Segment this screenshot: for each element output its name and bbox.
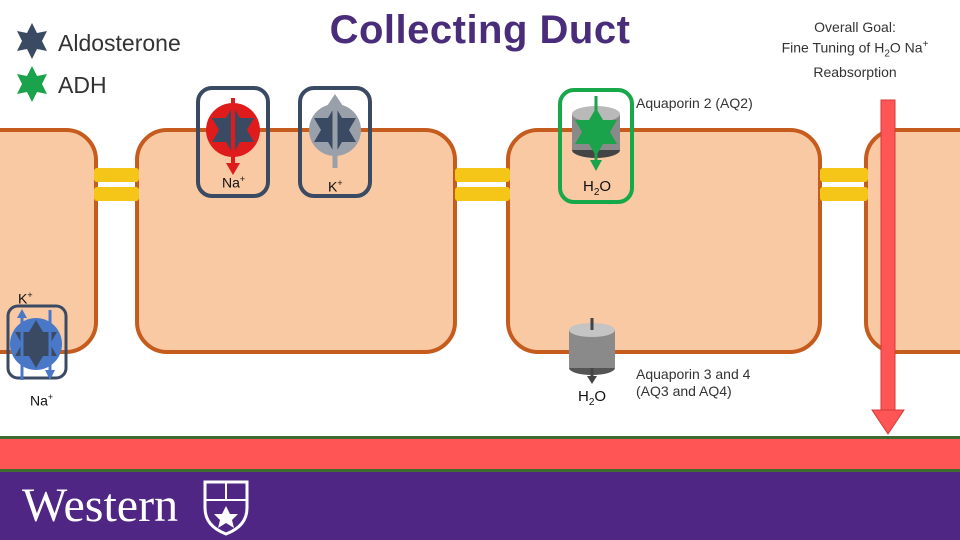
ion-charge: + bbox=[337, 178, 343, 188]
water-label-aq2: H2O bbox=[583, 178, 611, 198]
page-title: Collecting Duct bbox=[329, 8, 631, 52]
potassium-label-apical: K+ bbox=[328, 178, 343, 195]
sodium-channel bbox=[196, 86, 270, 198]
aquaporin-2-label: Aquaporin 2 (AQ2) bbox=[636, 95, 753, 111]
sodium-label-basal: Na+ bbox=[30, 392, 53, 409]
aquaporin-2-channel bbox=[558, 88, 634, 204]
tight-junction-3 bbox=[820, 168, 868, 201]
tight-junction-1 bbox=[94, 168, 139, 201]
ion-text: K bbox=[18, 290, 28, 307]
goal-line-2-part: O Na bbox=[889, 39, 923, 56]
legend-label-aldosterone: Aldosterone bbox=[58, 30, 181, 56]
adh-star-icon bbox=[17, 66, 47, 102]
tubule-cell-edge bbox=[864, 128, 960, 354]
aldosterone-star-icon bbox=[17, 23, 47, 59]
aq34-label-line-1: Aquaporin 3 and 4 bbox=[636, 366, 751, 382]
footer-bar bbox=[0, 472, 960, 540]
ion-text: Na bbox=[222, 174, 240, 191]
ion-text: K bbox=[328, 178, 338, 195]
overall-goal-text: Overall Goal: Fine Tuning of H2O Na+ Rea… bbox=[770, 18, 940, 81]
legend-label-adh: ADH bbox=[58, 72, 107, 98]
formula-part: H bbox=[578, 388, 589, 405]
formula-part: H bbox=[583, 178, 594, 195]
tight-junction-2 bbox=[455, 168, 510, 201]
ion-text: Na bbox=[30, 392, 48, 409]
western-wordmark: Western bbox=[22, 479, 179, 532]
blood-band bbox=[0, 436, 960, 472]
tubule-cell-left bbox=[0, 128, 98, 354]
aquaporin-3-4-channel bbox=[569, 318, 615, 384]
formula-part: O bbox=[599, 178, 612, 195]
sodium-label-apical: Na+ bbox=[222, 174, 245, 191]
goal-line-2: Fine Tuning of H2O Na+ bbox=[770, 36, 940, 63]
ion-charge: + bbox=[239, 174, 246, 184]
formula-subscript: 2 bbox=[588, 397, 595, 408]
potassium-channel bbox=[298, 86, 372, 198]
tubule-cell-right bbox=[506, 128, 822, 354]
goal-line-2-part: Fine Tuning of H bbox=[781, 39, 885, 56]
reabsorption-arrow bbox=[871, 99, 905, 435]
aq34-label-line-2: (AQ3 and AQ4) bbox=[636, 383, 732, 399]
water-label-aq34: H2O bbox=[578, 388, 606, 408]
goal-line-1: Overall Goal: bbox=[814, 19, 896, 35]
goal-line-3: Reabsorption bbox=[813, 64, 897, 81]
adh-star-icon bbox=[575, 108, 617, 156]
goal-superscript: + bbox=[922, 39, 929, 50]
potassium-label-basal: K+ bbox=[18, 290, 33, 307]
goal-subscript: 2 bbox=[884, 48, 890, 60]
ion-charge: + bbox=[27, 290, 33, 300]
sodium-potassium-pump bbox=[6, 304, 68, 380]
ion-charge: + bbox=[47, 392, 54, 402]
formula-part: O bbox=[594, 388, 607, 405]
formula-subscript: 2 bbox=[593, 187, 600, 198]
aquaporin-3-4-label: Aquaporin 3 and 4 (AQ3 and AQ4) bbox=[636, 366, 750, 400]
tubule-cell-middle bbox=[135, 128, 457, 354]
aldosterone-star-icon bbox=[15, 320, 57, 368]
